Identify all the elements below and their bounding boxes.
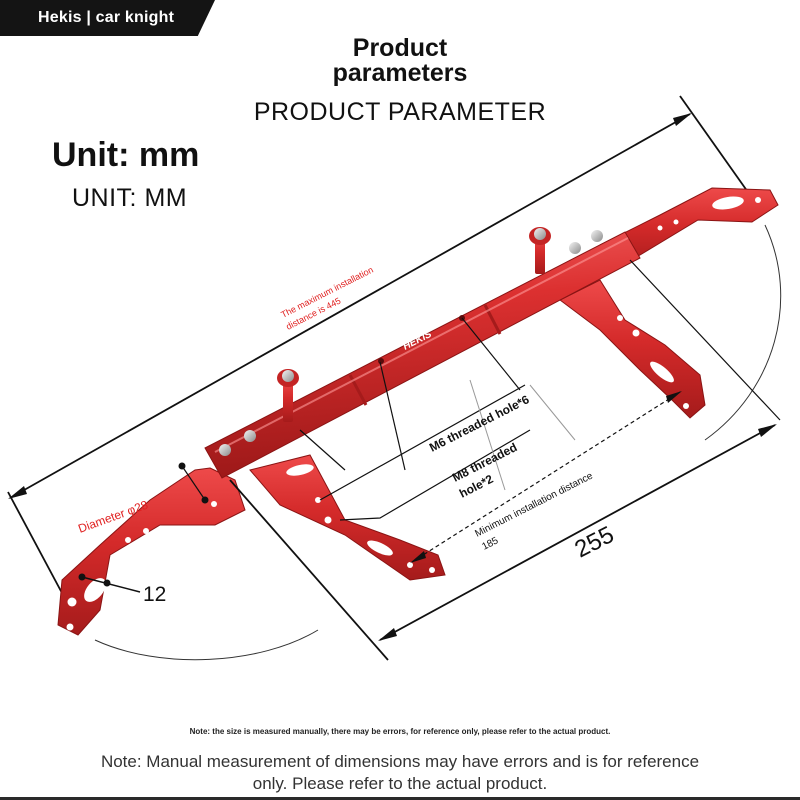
title-line-1: Product [352,34,448,62]
front-bracket-slot [286,464,314,476]
label-m6: M6 threaded hole*6 [427,392,532,455]
right-plate-slot [712,196,744,210]
rear-bracket [559,279,706,419]
front-bracket-slot-2 [367,540,393,556]
dim-line-diameter [181,465,206,501]
left-plate-hole-2 [66,623,74,631]
bottom-bar [0,797,800,800]
main-tube [204,231,641,479]
dim-arrow-255-left [378,628,397,641]
leader-rear [629,259,781,421]
bolt-3 [569,242,581,254]
right-plate-hole-2 [657,225,663,231]
brand-tag [0,0,215,36]
dim-ext-right [679,95,751,196]
leader-front [229,479,389,661]
dim-arrow-185-right [666,391,682,403]
unit-label-en: UNIT: MM [72,184,188,212]
page-title: Product parameters [300,36,500,86]
leader-m6-2 [461,317,521,391]
right-plate-hole-1 [755,197,761,203]
rear-bracket-hole-1 [617,315,623,321]
dim-line-445 [9,113,691,499]
rear-bracket-slot [650,361,674,383]
leader-grey-2 [529,384,576,441]
front-bracket-hole-4 [429,567,435,573]
tube-highlight [214,237,629,453]
label-255: 255 [570,521,618,563]
leader-m6-3 [299,429,346,471]
leader-m8 [319,384,526,501]
dim-ext-left [7,491,71,609]
front-bracket-hole-3 [407,562,413,568]
left-plate-slot [84,578,106,602]
dim-arrow-445-right [673,113,692,126]
brand-label: Hekis | car knight [38,9,175,26]
note-large: Note: Manual measurement of dimensions m… [100,752,700,793]
bolt-left-top [282,370,294,382]
post-left [283,378,293,422]
note-small: Note: the size is measured manually, the… [189,727,611,736]
bolt-4 [591,230,603,242]
bolt-1 [219,444,231,456]
label-12: 12 [143,583,166,606]
bolt-right-top [534,228,546,240]
label-min-distance-2: 185 [480,535,500,553]
dim-arrow-255-right [758,424,777,437]
dim-line-255 [379,424,776,641]
dim-dot-diameter-1 [178,462,186,470]
dim-dot-12-1 [78,573,86,581]
left-plate [57,467,246,636]
rear-bracket-hole-2 [632,329,640,337]
arc-left [94,629,319,661]
front-bracket-hole-1 [315,497,321,503]
dim-arrow-185-left [410,551,426,563]
unit-label: Unit: mm [52,136,200,174]
tube-hole-1 [378,358,384,364]
arc-right [704,224,782,441]
dim-line-185 [411,391,681,563]
leader-grey [469,379,506,491]
left-plate-hole-3 [125,537,131,543]
dim-line-12 [81,576,141,593]
front-bracket-hole-2 [324,516,332,524]
front-bracket [249,454,446,581]
title-line-2: parameters [332,59,468,87]
dim-dot-diameter-2 [201,496,209,504]
rear-bracket-hole-3 [683,403,689,409]
leader-m6-1 [379,361,406,471]
page-subtitle: PRODUCT PARAMETER [253,98,547,126]
leader-m8-2 [339,429,531,521]
dim-arrow-445-left [8,486,27,499]
left-plate-hole-4 [143,528,149,534]
bolt-2 [244,430,256,442]
left-plate-hole-5 [211,501,217,507]
dim-dot-12-2 [103,579,111,587]
left-plate-hole-1 [67,597,77,607]
right-plate-hole-3 [673,219,679,225]
